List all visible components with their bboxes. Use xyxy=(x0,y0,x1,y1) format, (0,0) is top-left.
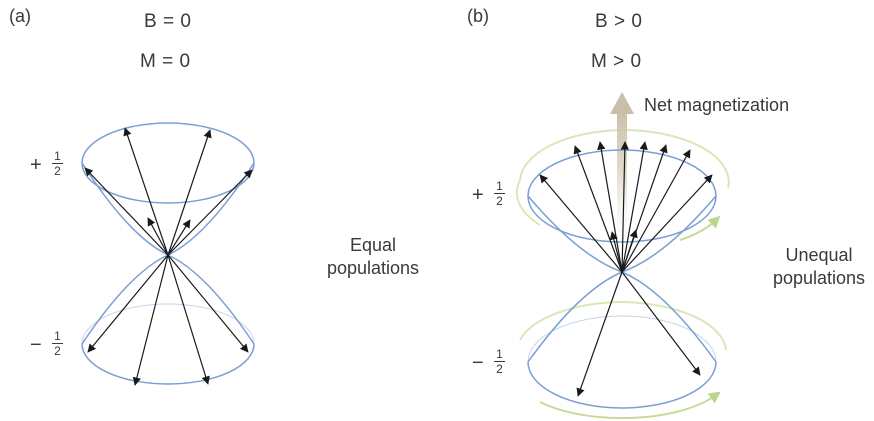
panel-a-upper-cone-side xyxy=(82,163,254,255)
net-magnetization-arrow-shaft xyxy=(617,112,627,252)
panel-b-diagram xyxy=(517,92,729,418)
panel-a-spin-vector xyxy=(168,255,248,352)
panel-b-spin-vector xyxy=(578,272,622,396)
panel-a-spin-vector xyxy=(168,220,190,255)
panel-b-spin-vector xyxy=(575,146,622,272)
panel-a-lower-cone-front-rim xyxy=(82,344,254,384)
panel-a-spin-vector xyxy=(168,170,252,255)
net-magnetization-arrow-head xyxy=(610,92,634,114)
panel-a-spin-vector xyxy=(125,128,168,255)
panel-a-lower-cone-back-rim xyxy=(82,304,254,344)
panel-a-diagram xyxy=(82,123,254,385)
panel-a-lower-cone-side xyxy=(82,255,254,344)
precession-arc-lower xyxy=(520,302,726,350)
panel-a-upper-cone-rim xyxy=(82,123,254,203)
panel-a-spin-vector xyxy=(168,130,210,255)
panel-a-spin-vector xyxy=(85,168,168,255)
panel-b-lower-cone-front-rim xyxy=(528,362,716,408)
panel-b-lower-cone-side xyxy=(528,272,716,362)
panel-a-spin-vector xyxy=(168,255,208,384)
panel-b-lower-cone-back-rim xyxy=(528,316,716,362)
panel-b-spin-vector xyxy=(622,272,700,375)
